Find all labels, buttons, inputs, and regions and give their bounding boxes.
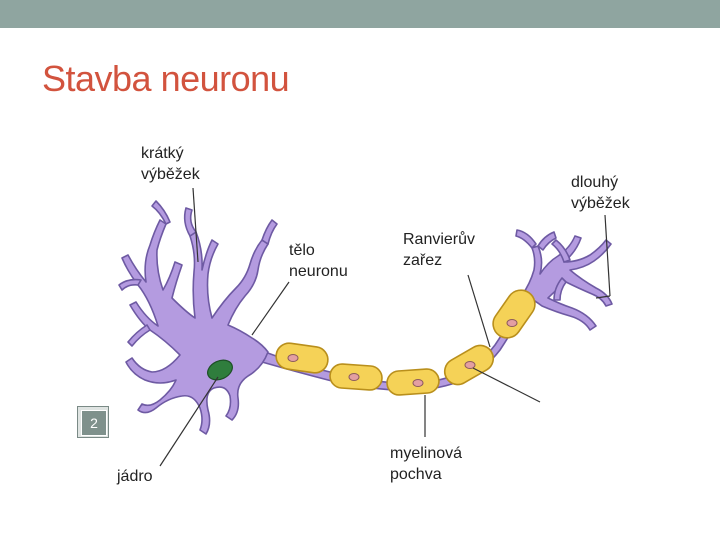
label-myelin-sheath: myelinová pochva	[390, 445, 463, 483]
label-cell-body: tělo neuronu	[289, 242, 348, 280]
label-long-process: dlouhý výběžek	[571, 174, 630, 212]
slide-title: Stavba neuronu	[42, 58, 290, 99]
top-bar	[0, 0, 720, 28]
label-nucleus: jádro	[117, 468, 153, 485]
label-node-of-ranvier: Ranvierův zařez	[403, 231, 476, 269]
slide-number-badge: 2	[77, 406, 109, 438]
leader-lines	[159, 187, 611, 467]
nucleus-shape	[207, 359, 233, 381]
neuron-cell-body	[118, 200, 613, 435]
label-short-process: krátký výběžek	[141, 145, 200, 183]
myelin-dots	[287, 319, 518, 387]
slide-number: 2	[81, 410, 107, 436]
